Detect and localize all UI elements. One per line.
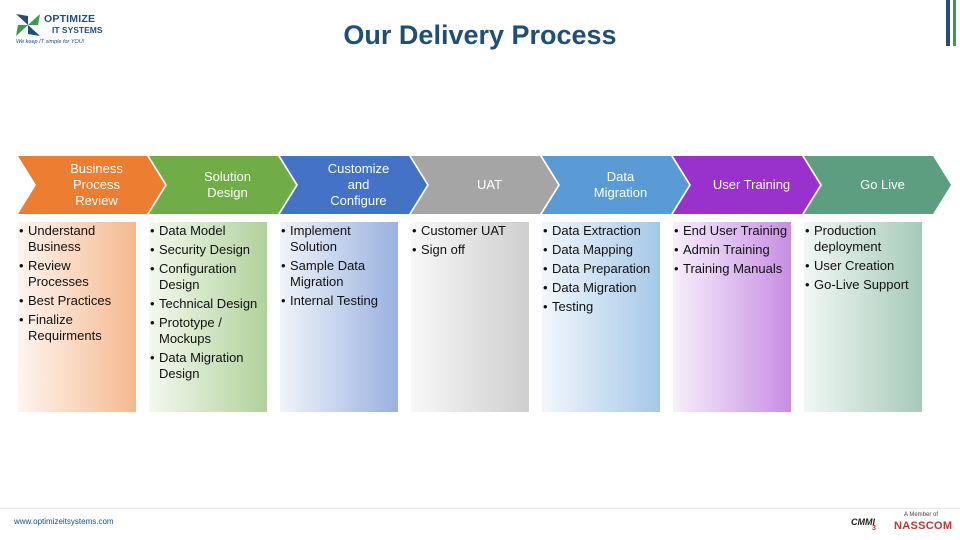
footer-divider bbox=[0, 508, 960, 509]
company-logo: OPTIMIZE IT SYSTEMS We keep IT simple fo… bbox=[14, 12, 124, 52]
stage-bullet-item: Internal Testing bbox=[280, 293, 396, 309]
stage-bullet-item: Review Processes bbox=[18, 258, 134, 290]
stage-details: Implement SolutionSample Data MigrationI… bbox=[280, 222, 398, 412]
stage-details: Understand BusinessReview ProcessesBest … bbox=[18, 222, 136, 412]
stage-bullet-item: Go-Live Support bbox=[804, 277, 920, 293]
stage-bullet-item: Training Manuals bbox=[673, 261, 789, 277]
stage-bullet-item: Prototype / Mockups bbox=[149, 315, 265, 347]
stage-bullet-item: Data Mapping bbox=[542, 242, 658, 258]
stage-details: Production deploymentUser CreationGo-Liv… bbox=[804, 222, 922, 412]
stage-bullet-item: Data Preparation bbox=[542, 261, 658, 277]
stage-bullet-item: Implement Solution bbox=[280, 223, 396, 255]
stage-label-line: Business bbox=[70, 161, 123, 176]
stage-bullet-item: Sign off bbox=[411, 242, 527, 258]
stage-label-line: Data bbox=[606, 169, 635, 184]
stage-bullet-item: Data Model bbox=[149, 223, 265, 239]
cmmi-text: CMMI bbox=[851, 517, 875, 527]
stage-bullet-item: Security Design bbox=[149, 242, 265, 258]
pinwheel-logo-icon bbox=[16, 14, 40, 36]
stage-details: Data ExtractionData MappingData Preparat… bbox=[542, 222, 660, 412]
stage-details: Customer UAT Sign off bbox=[411, 222, 529, 412]
stage-bullet-item: Data Migration Design bbox=[149, 350, 265, 382]
page-title: Our Delivery Process bbox=[343, 20, 617, 50]
stage-label-line: Process bbox=[73, 177, 120, 192]
stage-bullet-item: Finalize Requirments bbox=[18, 312, 134, 344]
nasscom-text: NASSCOM bbox=[894, 520, 953, 532]
corner-bar-green bbox=[953, 0, 956, 46]
stage-bullet-item: Production deployment bbox=[804, 223, 920, 255]
corner-bar-blue bbox=[946, 0, 950, 46]
stage-bullet-item: Customer UAT bbox=[411, 223, 527, 239]
stage-bullet-item: Data Extraction bbox=[542, 223, 658, 239]
stage-arrow: User Training bbox=[673, 156, 820, 214]
corner-accent-bars bbox=[946, 0, 960, 46]
stage-label-line: Customize bbox=[327, 161, 390, 176]
stage-label-line: Review bbox=[75, 193, 118, 208]
stage-bullet-item: Understand Business bbox=[18, 223, 134, 255]
stage-label-line: Go Live bbox=[860, 177, 905, 192]
stage-arrow: UAT bbox=[411, 156, 558, 214]
nasscom-member-text: A Member of bbox=[904, 512, 939, 518]
stage-details: Data ModelSecurity DesignConfiguration D… bbox=[149, 222, 267, 412]
stage-label: User Training bbox=[713, 177, 790, 193]
stage-bullet-item: Configuration Design bbox=[149, 261, 265, 293]
stage-label: UAT bbox=[477, 177, 502, 193]
stage-bullet-item: Sample Data Migration bbox=[280, 258, 396, 290]
stage-bullet-item: Data Migration bbox=[542, 280, 658, 296]
stage-bullet-item: User Creation bbox=[804, 258, 920, 274]
stage-label: Go Live bbox=[860, 177, 905, 193]
stage-label-line: User Training bbox=[712, 177, 791, 192]
stage-label-line: Solution bbox=[204, 169, 251, 184]
logo-tagline: We keep IT simple for YOU! bbox=[16, 39, 85, 45]
stage-bullet-item: Technical Design bbox=[149, 296, 265, 312]
logo-text-line2: IT SYSTEMS bbox=[52, 25, 103, 35]
stage-label-line: UAT bbox=[476, 177, 503, 192]
stage-bullet-item: Testing bbox=[542, 299, 658, 315]
stage-label-line: and bbox=[347, 177, 370, 192]
cmmi-level: 3 bbox=[872, 525, 876, 532]
stage-label-line: Migration bbox=[593, 185, 648, 200]
stage-details: End User TrainingAdmin TrainingTraining … bbox=[673, 222, 791, 412]
stage-arrow: Go Live bbox=[804, 156, 951, 214]
logo-text-line1: OPTIMIZE bbox=[44, 13, 96, 25]
stage-bullet-item: Best Practices bbox=[18, 293, 134, 309]
stage-bullet-item: End User Training bbox=[673, 223, 789, 239]
cmmi-badge: CMMI 3 bbox=[850, 513, 880, 535]
stage-bullet-item: Admin Training bbox=[673, 242, 789, 258]
stage-label-line: Configure bbox=[330, 193, 387, 208]
website-url: www.optimizeitsystems.com bbox=[14, 517, 114, 526]
stage-label-line: Design bbox=[207, 185, 248, 200]
nasscom-badge: A Member of NASSCOM bbox=[892, 511, 956, 537]
